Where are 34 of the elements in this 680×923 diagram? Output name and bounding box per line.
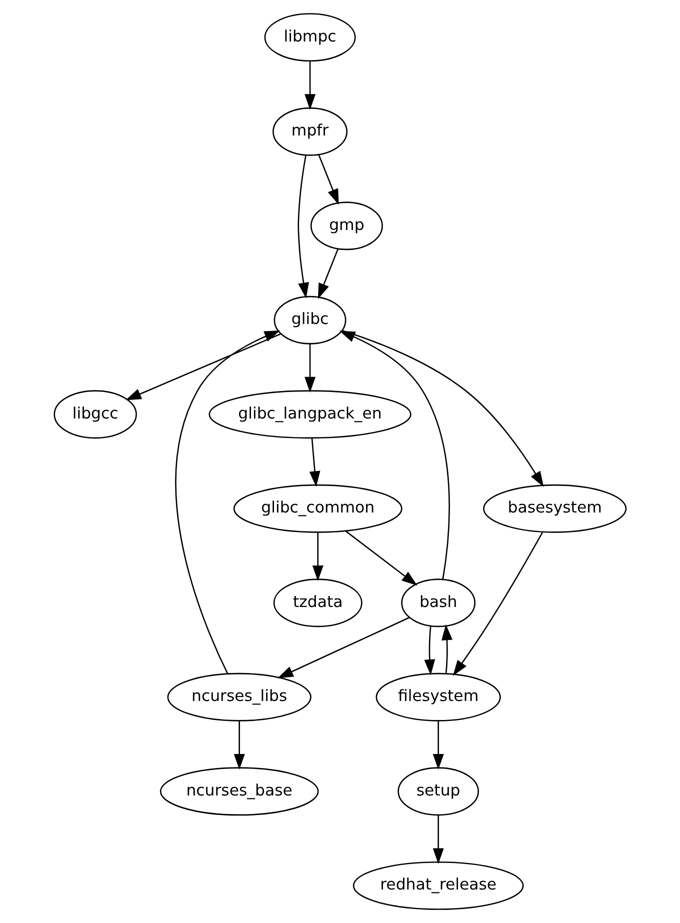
- node-ellipse: glibc_common: [233, 484, 402, 533]
- arrow: [278, 616, 410, 678]
- arrow: [318, 154, 339, 205]
- node-ellipse: bash: [401, 578, 476, 628]
- arrow: [175, 330, 280, 674]
- node-ellipse: basesystem: [483, 484, 627, 533]
- arrow: [339, 330, 450, 580]
- node-ellipse: tzdata: [273, 578, 362, 628]
- arrow: [234, 721, 245, 770]
- arrow: [424, 626, 436, 676]
- arrow: [345, 530, 418, 586]
- node-ellipse: gmp: [310, 202, 383, 250]
- node-ellipse: glibc_langpack_en: [208, 390, 412, 439]
- node-ellipse: glibc: [274, 296, 346, 344]
- node-ellipse: redhat_release: [352, 861, 524, 910]
- node-ellipse: libgcc: [54, 390, 137, 439]
- arrow: [312, 532, 324, 582]
- node-ellipse: mpfr: [272, 107, 348, 156]
- arrow: [318, 248, 339, 300]
- arrow: [452, 532, 544, 676]
- arrow: [304, 61, 316, 110]
- node-ellipse: filesystem: [376, 672, 501, 722]
- arrow: [442, 624, 452, 674]
- arrow: [432, 815, 444, 864]
- arrow: [298, 155, 309, 298]
- arrow: [342, 330, 544, 488]
- arrow: [432, 721, 444, 770]
- node-ellipse: setup: [398, 767, 479, 816]
- arrow: [304, 344, 316, 393]
- arrow: [126, 333, 282, 400]
- node-ellipse: libmpc: [264, 13, 356, 62]
- node-ellipse: ncurses_base: [160, 767, 319, 816]
- arrow: [309, 438, 320, 487]
- node-ellipse: ncurses_libs: [167, 672, 312, 722]
